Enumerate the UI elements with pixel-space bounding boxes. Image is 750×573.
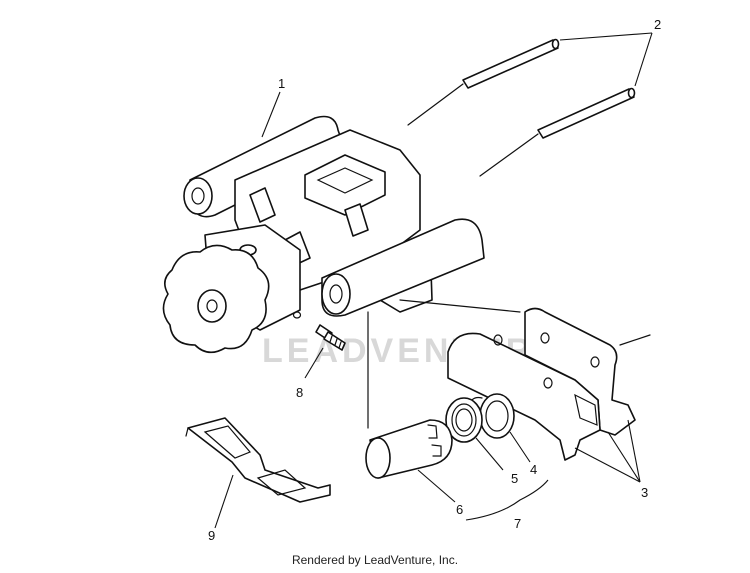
callout-3: 3 — [641, 485, 648, 500]
callout-1: 1 — [278, 76, 285, 91]
callout-7: 7 — [514, 516, 521, 531]
footer-credit: Rendered by LeadVenture, Inc. — [291, 553, 459, 567]
callout-5: 5 — [511, 471, 518, 486]
leaders — [261, 32, 653, 138]
part-4-dust-seal — [467, 393, 531, 463]
part-6-piston — [365, 419, 456, 503]
part-9-pad-clip — [185, 417, 331, 529]
callout-2: 2 — [654, 17, 661, 32]
callout-6: 6 — [456, 502, 463, 517]
callout-9: 9 — [208, 528, 215, 543]
centre-lines — [367, 299, 651, 429]
part-2-pins — [407, 38, 636, 177]
callout-8: 8 — [296, 385, 303, 400]
part-7-bracket — [465, 479, 549, 521]
callout-4: 4 — [530, 462, 537, 477]
part-3-brake-pads — [447, 307, 641, 483]
part-5-piston-seal — [445, 397, 504, 471]
part-8-bleed-screw — [304, 324, 346, 379]
part-1-pump-body — [162, 115, 485, 354]
